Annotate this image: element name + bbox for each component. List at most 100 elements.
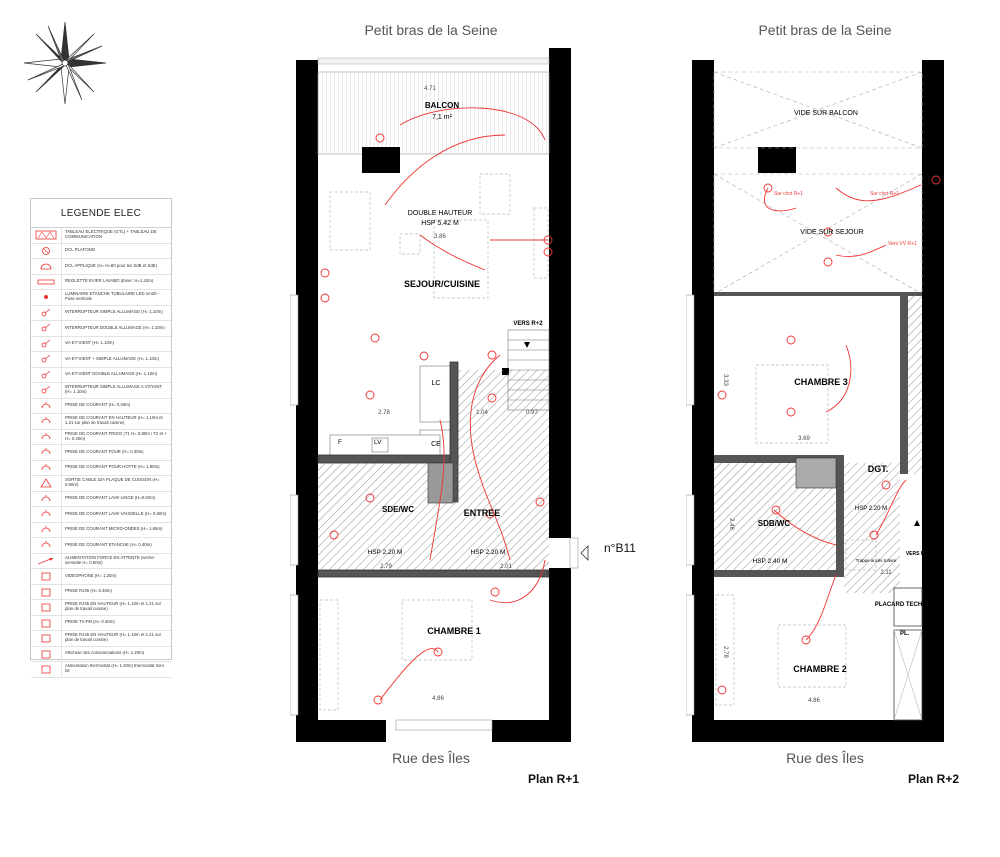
legend-item-label: INTERRUPTEUR SIMPLE ALLUMAGE (H= 1.10m) — [65, 310, 163, 315]
street-top-r1: Petit bras de la Seine — [364, 22, 498, 38]
svg-text:4.71: 4.71 — [424, 86, 436, 92]
legend-item-label: Afficheur des consommations (H= 1.20m) — [65, 651, 145, 656]
svg-text:HSP 5.42 M: HSP 5.42 M — [421, 220, 459, 227]
stairs-label-r2: VERS R+1 — [906, 551, 931, 557]
legend-title: LEGENDE ELEC — [31, 199, 171, 228]
legend-item-label: DCL PLAFOND — [65, 248, 95, 253]
svg-text:LC: LC — [432, 380, 441, 387]
electrical-symbols — [717, 175, 941, 695]
legend-item-label: LUMINAIRE ETANCHE TUBULAIRE LED 1m20 - P… — [65, 292, 160, 302]
legend-item-label: DCL APPLIQUE (H= H=80 pour les SdB et Sd… — [65, 263, 158, 268]
legend-item-label: PRISE DE COURANT (H= 0.40m) — [65, 403, 131, 408]
svg-text:1.04: 1.04 — [476, 410, 488, 416]
legend-symbol-icon — [31, 398, 62, 413]
unit-number: n°B11 — [604, 541, 636, 555]
legend-symbol-icon — [31, 336, 62, 351]
legend-item: PRISE DE COURANT FRIGO (T1 H= 0.80m / T2… — [31, 429, 171, 445]
legend-item: PRISE DE COURANT FOUR (H= 0.30m) — [31, 445, 171, 461]
legend-symbol-icon — [31, 631, 62, 646]
legend-item: PRISE DE COURANT LAVE-LINGE (H=0.60m) — [31, 491, 171, 507]
legend-item: LUMINAIRE ETANCHE TUBULAIRE LED 1m20 - P… — [31, 290, 171, 306]
legend-item: Alimentation thermostat (H= 1.20m) therm… — [31, 662, 171, 678]
room-sde-wc: SDE/WC — [382, 505, 414, 514]
room-chambre-2: CHAMBRE 2 — [793, 664, 847, 674]
legend-symbol-icon — [31, 553, 62, 568]
street-bottom-r2: Rue des Îles — [786, 750, 864, 766]
legend-item-label: Alimentation thermostat (H= 1.20m) therm… — [65, 664, 164, 674]
legend-item: SORTIE CABLE 32A PLAQUE DE CUISSON (H= 0… — [31, 476, 171, 492]
room-pl: PL. — [900, 631, 910, 637]
legend-item: PRISE RJ45 (H= 0.40m) — [31, 584, 171, 600]
svg-text:HSP 2.40 M: HSP 2.40 M — [753, 558, 788, 565]
legend-symbol-icon — [31, 522, 62, 537]
svg-text:HSP 2.20 M: HSP 2.20 M — [855, 506, 887, 512]
legend-item: PRISE DE COURANT LAVE-VAISSELLE (H= 0.60… — [31, 507, 171, 523]
legend-item-label: PRISE DE COURANT LAVE-LINGE (H=0.60m) — [65, 496, 156, 501]
legend-item-label: VA-ET-VIENT + SIMPLE ALLUMAGE (H= 1.10m) — [65, 356, 159, 361]
legend-symbol-icon — [31, 491, 62, 506]
legend-item-label: TABLEAU ELECTRIQUE (GTL) + TABLEAU DE CO… — [65, 230, 157, 240]
legend-symbol-icon — [31, 259, 62, 274]
legend-item: Afficheur des consommations (H= 1.20m) — [31, 646, 171, 662]
legend-symbol-icon — [31, 290, 62, 305]
wall-left — [296, 60, 318, 742]
svg-text:3.86: 3.86 — [434, 234, 446, 240]
electrical-symbols — [320, 107, 553, 705]
legend-item: PRISE RJ45 EN HAUTEUR (H= 1.10m et 1.21 … — [31, 600, 171, 616]
legend-item: DCL PLAFOND — [31, 243, 171, 259]
legend-symbol-icon — [31, 429, 62, 444]
street-top-r2: Petit bras de la Seine — [758, 22, 892, 38]
svg-text:HSP 2.20 M: HSP 2.20 M — [368, 549, 403, 556]
legend-item-label: PRISE DE COURANT FRIGO (T1 H= 0.80m / T2… — [65, 431, 167, 441]
legend-symbol-icon — [31, 600, 62, 615]
stairs-label-r1: VERS R+2 — [513, 321, 543, 327]
legend-item-label: SORTIE CABLE 32A PLAQUE DE CUISSON (H= 0… — [65, 478, 160, 488]
legend-item: INTERRUPTEUR DOUBLE ALLUMAGE (H= 1.10m) — [31, 321, 171, 337]
svg-text:Sur circt R+1: Sur circt R+1 — [774, 191, 803, 197]
legend-item-label: PRISE DE COURANT POUR HOTTE (H= 1.90m) — [65, 465, 160, 470]
legend-item-label: PRISE DE COURANT LAVE-VAISSELLE (H= 0.60… — [65, 511, 167, 516]
legend-item-label: PRISE DE COURANT ETANCHE (H= 0.40m) — [65, 542, 152, 547]
north-arrow-icon — [23, 21, 107, 105]
room-chambre-3: CHAMBRE 3 — [794, 377, 848, 387]
room-entree: ENTREE — [464, 508, 501, 518]
balcony-area — [317, 71, 550, 155]
legend-symbol-icon — [31, 662, 62, 677]
svg-text:4.86: 4.86 — [432, 696, 444, 702]
legend-item-label: PRISE RJ45 (H= 0.40m) — [65, 589, 112, 594]
legend-item: PRISE DE COURANT MICRO-ONDES (H= 1.65m) — [31, 522, 171, 538]
legend-symbol-icon — [31, 476, 62, 491]
svg-text:LV: LV — [374, 439, 382, 446]
plan-title-r2: Plan R+2 — [908, 772, 960, 786]
legend-item: PRISE DE COURANT EN HAUTEUR (H= 1.10m et… — [31, 414, 171, 430]
legend-item: REGLETTE EVIER LAVABO (Evier: H=1.42m) — [31, 274, 171, 290]
svg-text:2.01: 2.01 — [500, 564, 512, 570]
legend-item: VIDEOPHONE (H= 1.20m) — [31, 569, 171, 585]
legend-symbol-icon — [31, 584, 62, 599]
floor-plan-r2: VIDE SUR BALCON VIDE SUR SEJOUR CHAMBRE … — [686, 60, 944, 742]
svg-text:2.79: 2.79 — [380, 564, 392, 570]
legend-item-label: PRISE DE COURANT MICRO-ONDES (H= 1.65m) — [65, 527, 163, 532]
wall-right-upper — [549, 48, 571, 538]
svg-text:3.33: 3.33 — [722, 374, 728, 386]
wall-right — [922, 60, 944, 742]
svg-text:F: F — [338, 439, 342, 446]
legend-item-label: PRISE DE COURANT EN HAUTEUR (H= 1.10m et… — [65, 416, 163, 426]
legend-item-label: INTERRUPTEUR SIMPLE ALLUMAGE A VOYANT (H… — [65, 385, 163, 395]
legend-item: INTERRUPTEUR SIMPLE ALLUMAGE (H= 1.10m) — [31, 305, 171, 321]
legend-panel: LEGENDE ELEC TABLEAU ELECTRIQUE (GTL) + … — [30, 198, 172, 678]
room-balcon: BALCON — [425, 101, 459, 110]
room-chambre-1: CHAMBRE 1 — [427, 626, 481, 636]
legend-symbol-icon — [31, 615, 62, 630]
wall-left — [692, 60, 714, 742]
svg-text:2.78: 2.78 — [378, 410, 390, 416]
legend-item-label: VA-ET-VIENT DOUBLE ALLUMAGE (H= 1.10m) — [65, 372, 158, 377]
room-double-hauteur: DOUBLE HAUTEUR — [408, 210, 473, 217]
legend-item: PRISE RJ45 EN HAUTEUR (H= 1.10m et 1.21 … — [31, 631, 171, 647]
entree-hatch — [458, 370, 549, 570]
legend-item: ALIMENTATION FORCE EN ATTENTE (seche-ser… — [31, 553, 171, 569]
legend-symbol-icon — [31, 352, 62, 367]
legend-symbol-icon — [31, 414, 62, 429]
legend-symbol-icon — [31, 321, 62, 336]
legend-symbol-icon — [31, 460, 62, 475]
